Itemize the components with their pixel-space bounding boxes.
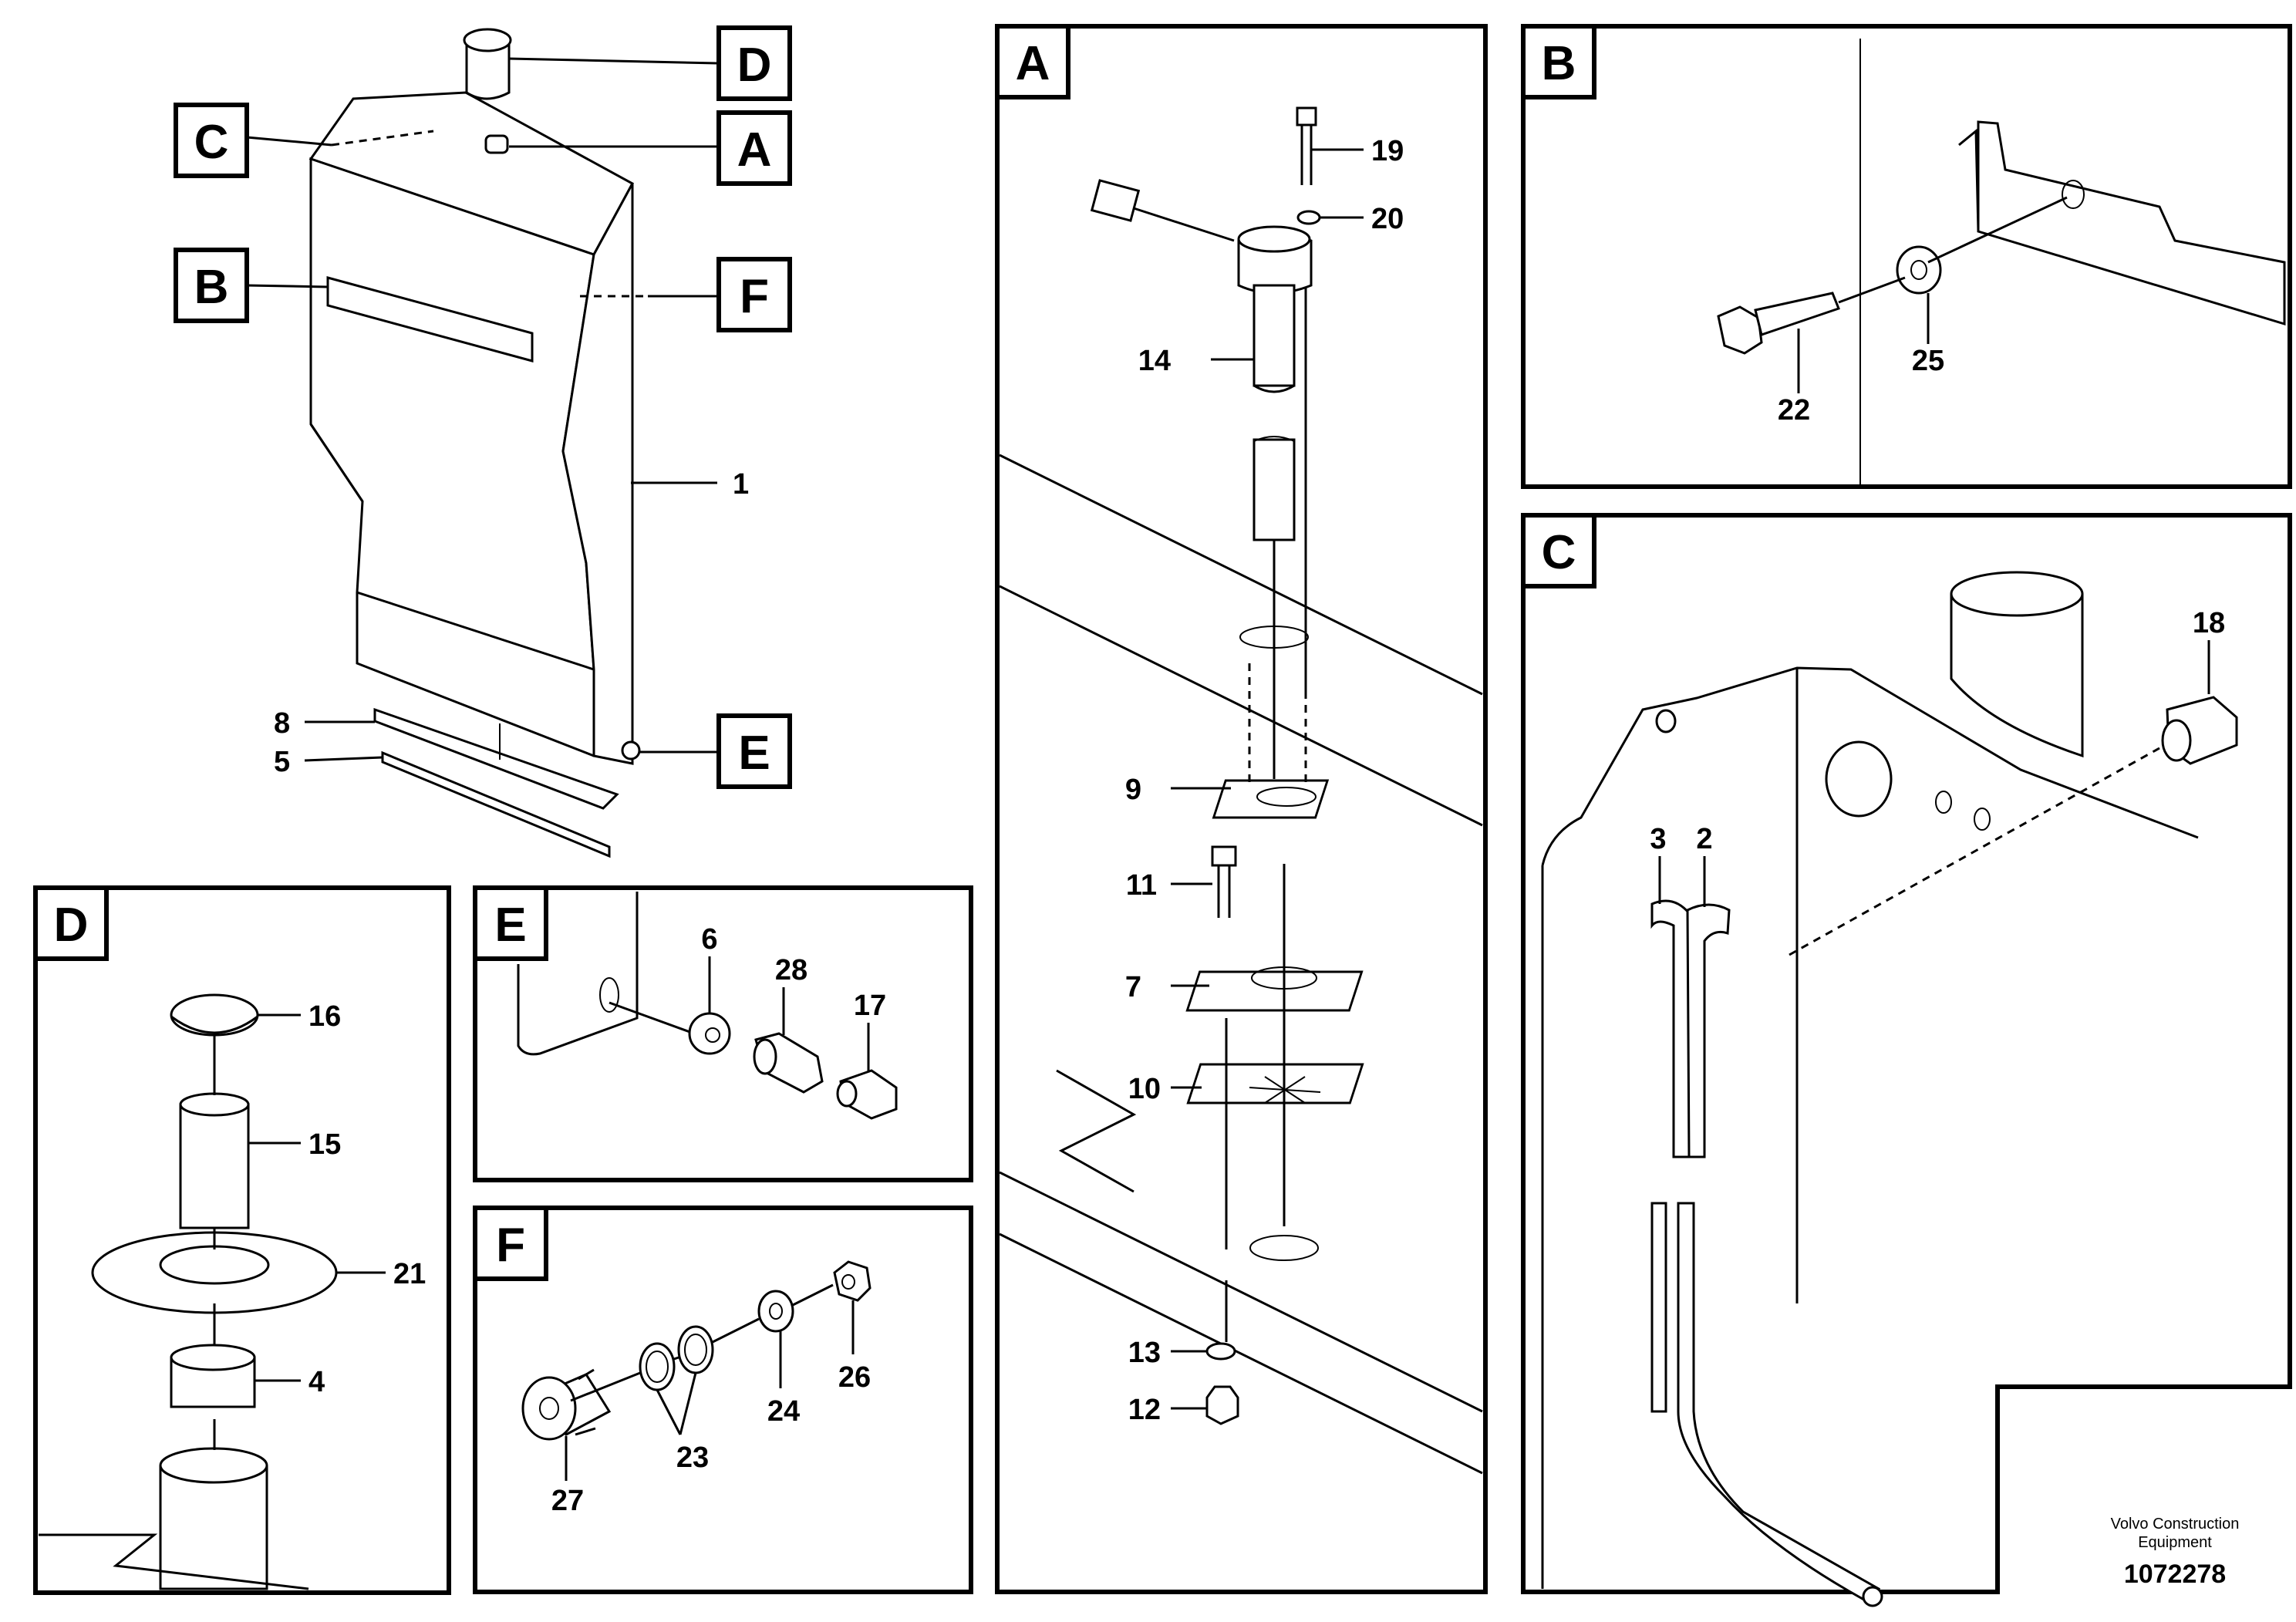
- part-label-28: 28: [775, 954, 807, 986]
- panel-e: E 6 28 17: [473, 885, 973, 1182]
- panel-title-letter: E: [738, 727, 770, 780]
- part-label-2: 2: [1696, 823, 1712, 855]
- panel-a: A: [995, 24, 1488, 1594]
- callout-d-overview: D: [716, 25, 792, 101]
- panel-b: B 22 25: [1521, 24, 2292, 489]
- callout-a-overview: A: [716, 110, 792, 186]
- part-label-20: 20: [1371, 203, 1404, 235]
- document-number: 1072278: [2124, 1560, 2226, 1589]
- part-label-14: 14: [1138, 345, 1171, 377]
- callout-f-overview: F: [716, 257, 792, 332]
- maker-name-line-1: Volvo Construction: [2111, 1516, 2240, 1533]
- panel-title-letter: D: [54, 899, 89, 952]
- part-label-24: 24: [767, 1395, 800, 1428]
- part-label-23: 23: [676, 1442, 709, 1474]
- panel-title-letter: A: [1016, 37, 1050, 90]
- footer: Volvo Construction Equipment 1072278: [2111, 1516, 2240, 1589]
- part-label-27: 27: [551, 1485, 584, 1517]
- part-label-18: 18: [2193, 607, 2225, 639]
- part-label-9: 9: [1125, 774, 1141, 806]
- part-label-26: 26: [838, 1361, 871, 1394]
- part-label-21: 21: [393, 1258, 426, 1290]
- part-label-11: 11: [1126, 869, 1157, 902]
- part-label-4: 4: [308, 1366, 325, 1398]
- panel-f: F 27 23 24 26: [473, 1206, 973, 1594]
- panel-title-letter: A: [737, 123, 772, 177]
- part-label-13: 13: [1128, 1337, 1161, 1369]
- part-label-8: 8: [274, 707, 290, 740]
- panel-title-letter: E: [494, 899, 526, 952]
- part-label-25: 25: [1912, 345, 1944, 377]
- part-label-5: 5: [274, 746, 290, 778]
- panel-title-letter: D: [737, 39, 772, 92]
- panel-title-letter: B: [1542, 37, 1576, 90]
- panel-title-letter: C: [194, 116, 229, 169]
- callout-b-overview: B: [174, 248, 249, 323]
- panel-title-letter: F: [740, 270, 769, 323]
- part-label-22: 22: [1778, 394, 1810, 427]
- part-label-10: 10: [1128, 1073, 1161, 1105]
- part-label-15: 15: [308, 1128, 341, 1161]
- panel-title-letter: B: [194, 261, 229, 314]
- part-label-19: 19: [1371, 135, 1404, 167]
- part-label-7: 7: [1125, 971, 1141, 1003]
- part-label-17: 17: [854, 990, 886, 1022]
- callout-e-overview: E: [716, 713, 792, 789]
- overview-tank-drawing: [308, 28, 648, 858]
- panel-d: D 16 15 21 4: [33, 885, 451, 1595]
- panel-title-letter: C: [1542, 526, 1576, 579]
- panel-title-letter: F: [496, 1219, 525, 1272]
- part-label-1: 1: [733, 468, 749, 501]
- panel-c: C 18 3 2: [1521, 513, 2292, 1607]
- part-label-16: 16: [308, 1000, 341, 1033]
- part-label-12: 12: [1128, 1394, 1161, 1426]
- part-label-6: 6: [701, 923, 717, 956]
- maker-name-line-2: Equipment: [2138, 1534, 2212, 1551]
- overview-leaders: [246, 57, 718, 762]
- part-label-3: 3: [1650, 823, 1666, 855]
- callout-c-overview: C: [174, 103, 249, 178]
